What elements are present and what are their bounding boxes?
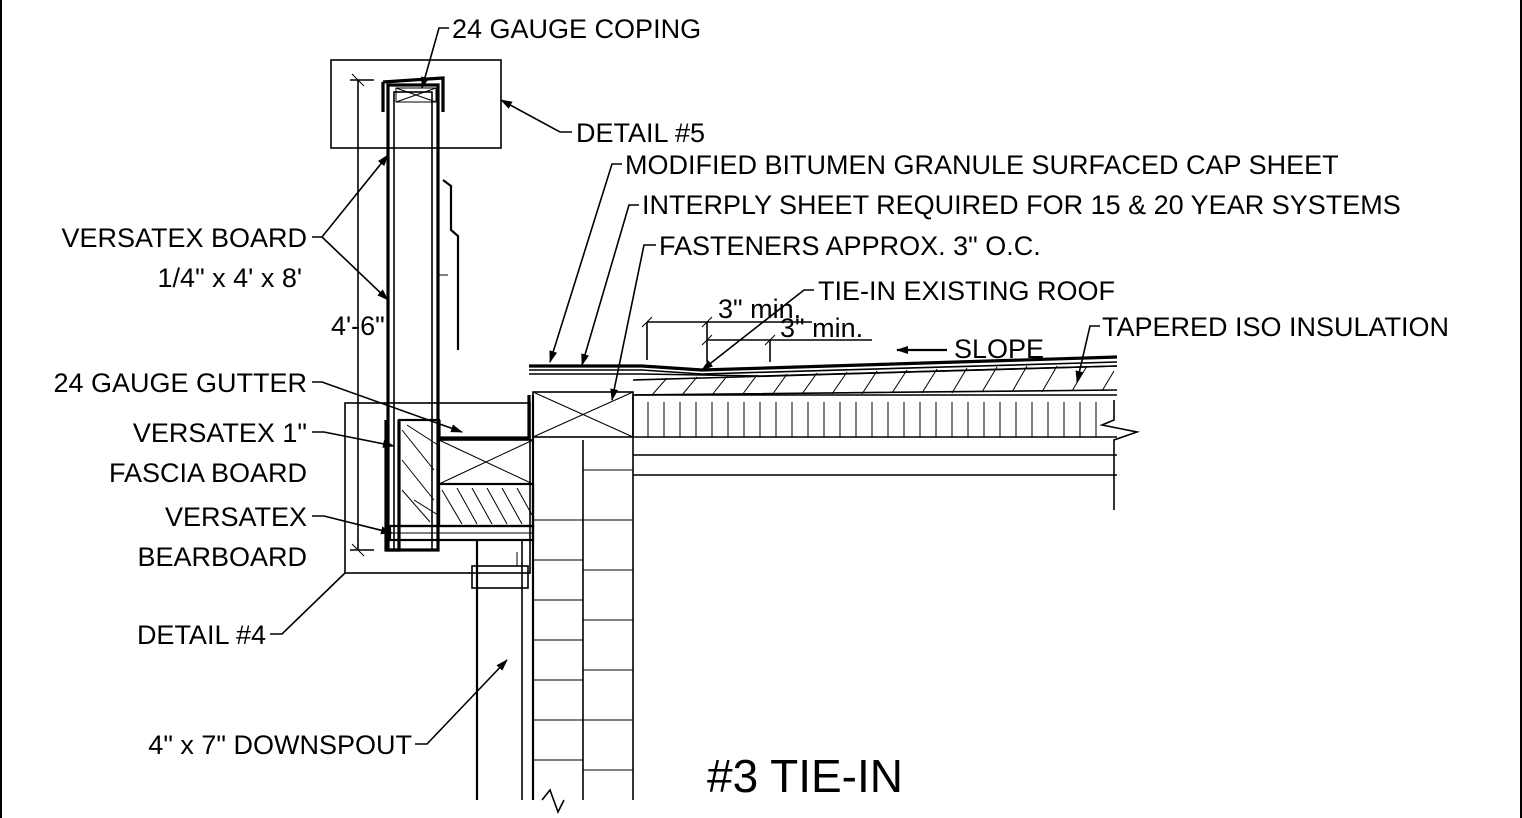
label-fasteners: FASTENERS APPROX. 3" O.C. <box>659 231 1041 261</box>
label-fascia-2: FASCIA BOARD <box>109 458 307 488</box>
label-min-1: 3" min. <box>718 294 801 324</box>
gutter-profile <box>437 395 531 440</box>
label-downspout: 4" x 7" DOWNSPOUT <box>148 730 412 760</box>
label-versatex-board-size: 1/4" x 4' x 8' <box>158 263 302 293</box>
label-bearboard-2: BEARBOARD <box>137 542 307 572</box>
label-gutter: 24 GAUGE GUTTER <box>53 368 307 398</box>
masonry-wall <box>531 391 634 800</box>
downspout <box>471 540 565 815</box>
label-cap-sheet: MODIFIED BITUMEN GRANULE SURFACED CAP SH… <box>625 150 1339 180</box>
label-versatex-board: VERSATEX BOARD <box>61 223 307 253</box>
label-height-dimension: 4'-6" <box>331 311 385 341</box>
label-detail-5: DETAIL #5 <box>576 118 705 148</box>
leader-lines <box>270 27 1100 745</box>
height-dimension <box>350 73 374 557</box>
drawing-title: #3 TIE-IN <box>707 750 903 802</box>
parapet-versatex-board <box>381 76 460 552</box>
label-tapered-iso: TAPERED ISO INSULATION <box>1102 312 1449 342</box>
label-slope: SLOPE <box>954 334 1044 364</box>
label-fascia-1: VERSATEX 1" <box>133 418 307 448</box>
label-bearboard-1: VERSATEX <box>165 502 307 532</box>
label-detail-4: DETAIL #4 <box>137 620 266 650</box>
label-coping: 24 GAUGE COPING <box>452 14 701 44</box>
label-interply: INTERPLY SHEET REQUIRED FOR 15 & 20 YEAR… <box>642 190 1401 220</box>
label-min-2: 3" min. <box>780 313 863 343</box>
detail-5-callout-box <box>330 59 502 149</box>
label-tie-in: TIE-IN EXISTING ROOF <box>818 276 1115 306</box>
roof-assembly <box>529 355 1141 510</box>
min-dimensions <box>641 316 872 362</box>
